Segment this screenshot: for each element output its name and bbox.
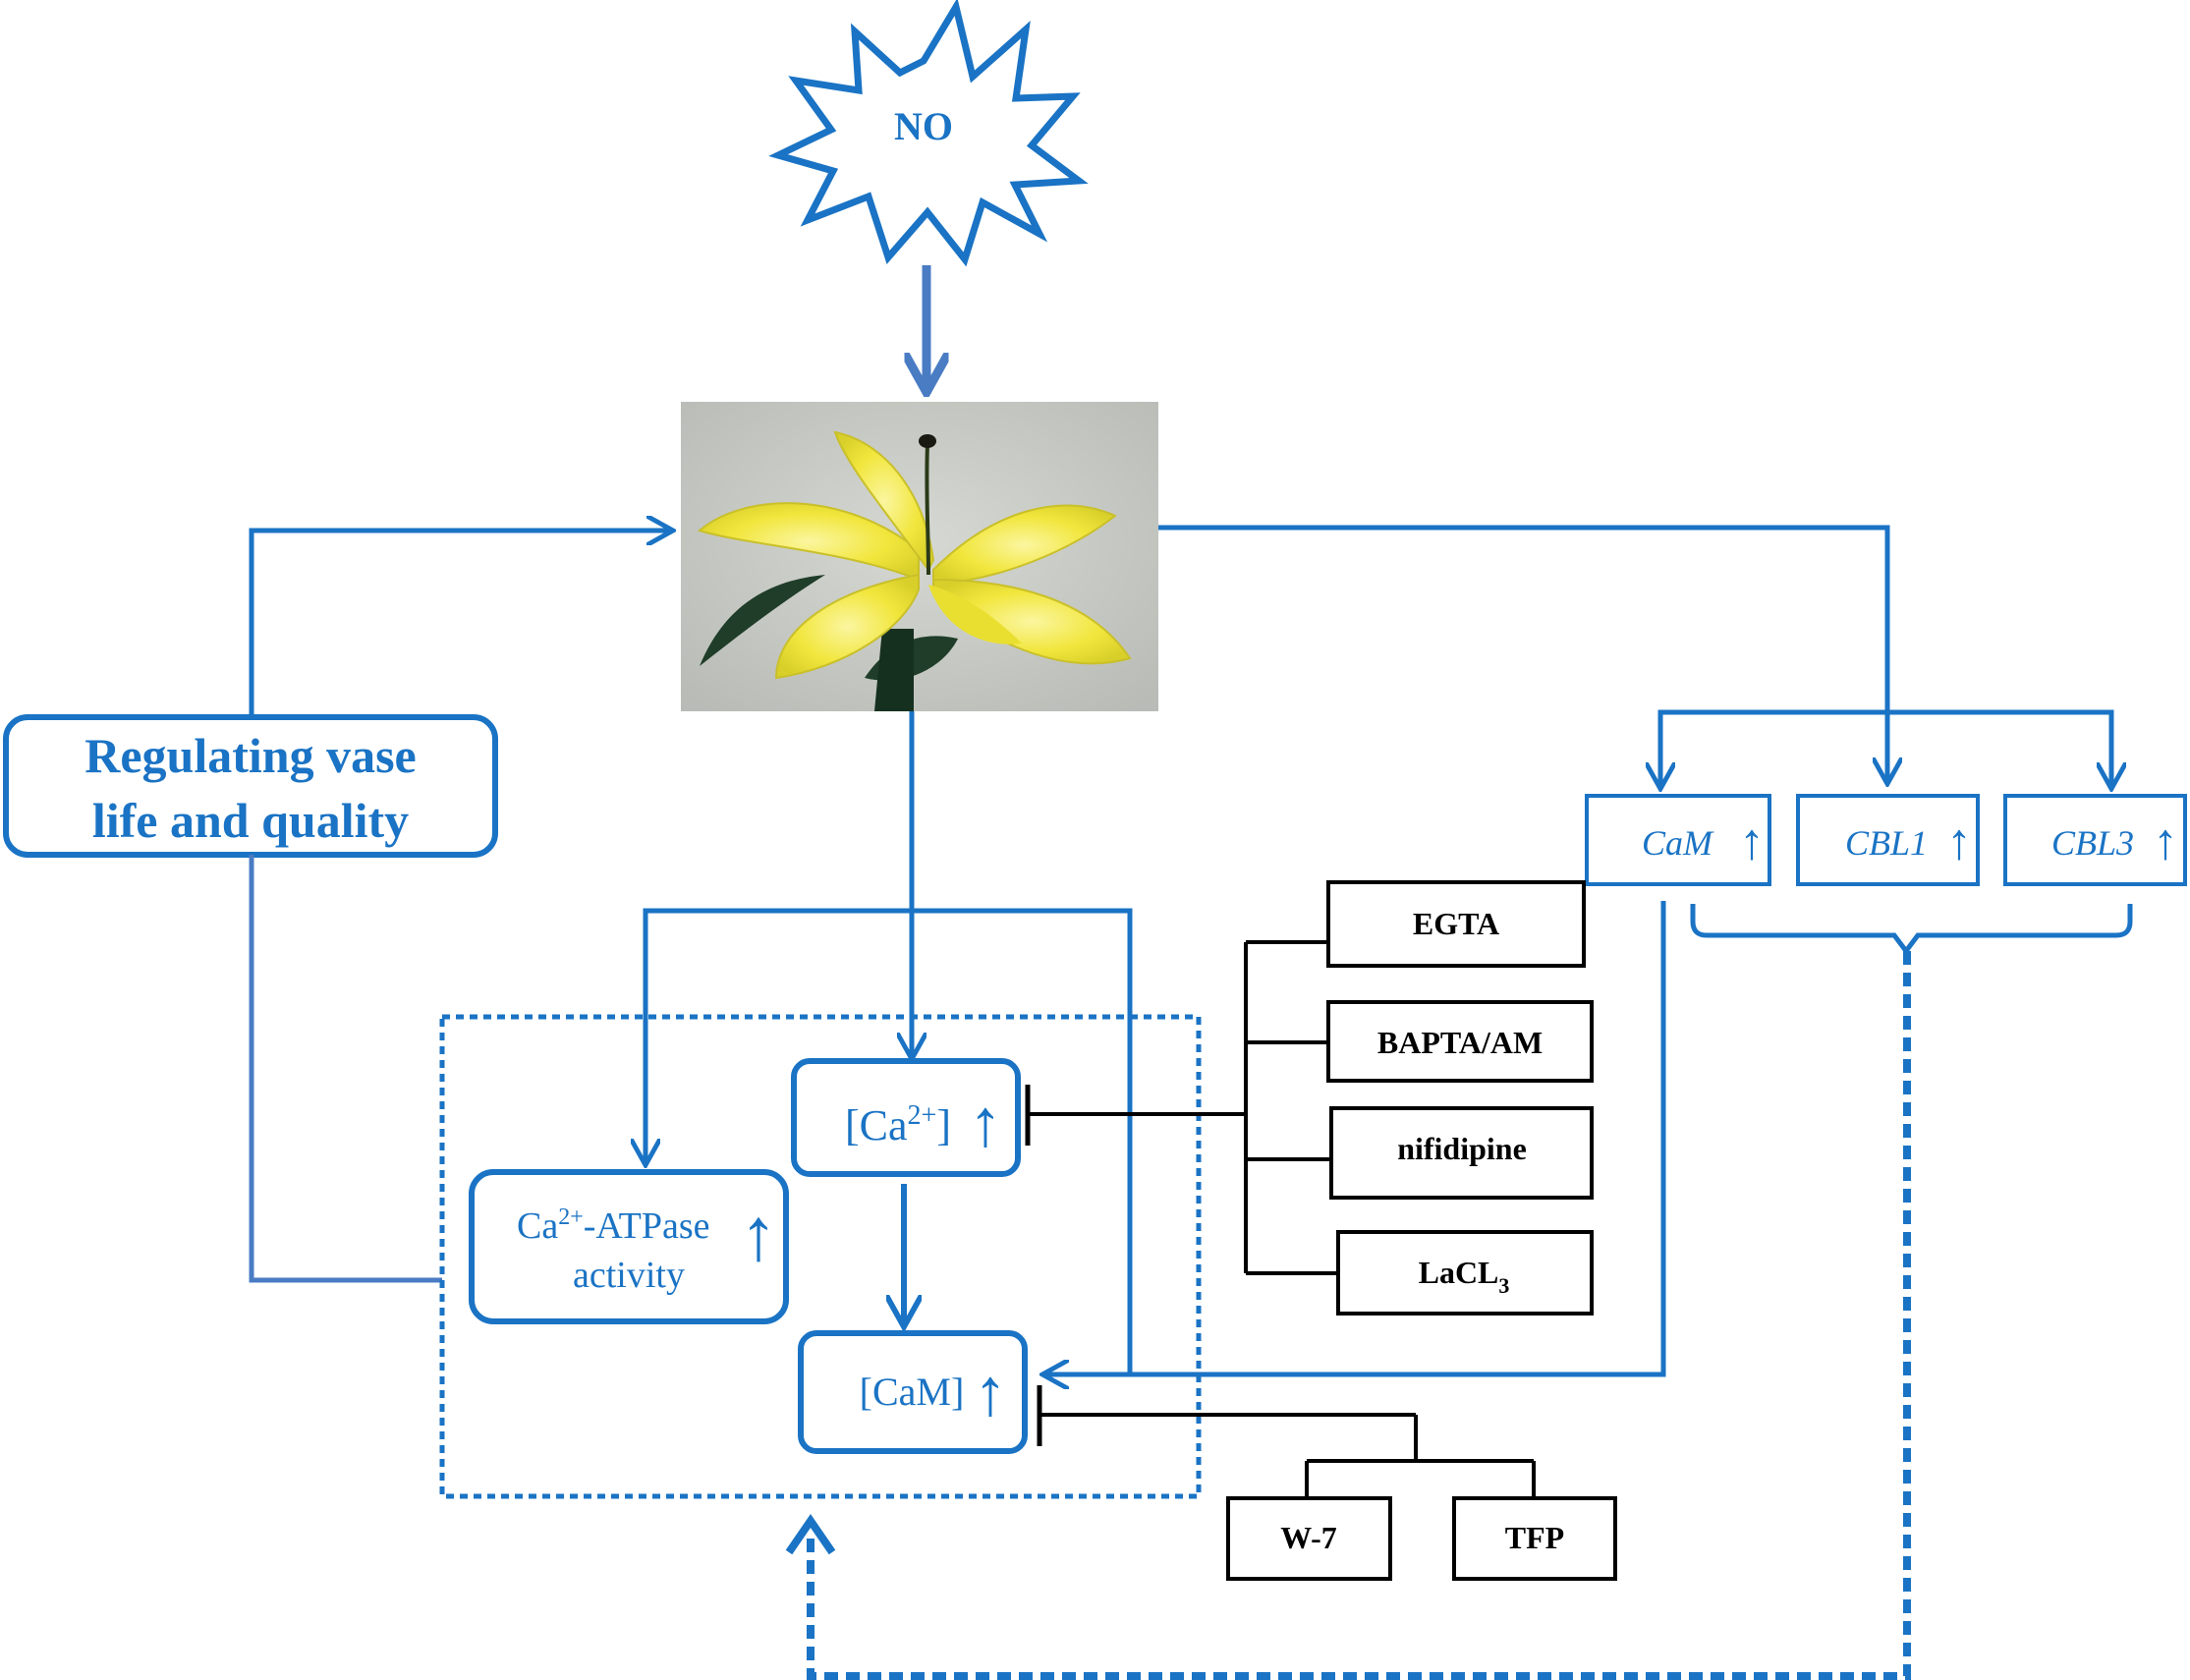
lily-photo	[681, 402, 1158, 711]
starburst-shape	[768, 0, 1089, 267]
outcome-line-1: Regulating vase	[84, 728, 417, 783]
calcium-label: [Ca2+]	[845, 1100, 951, 1149]
dashed-feedback-arrowhead	[785, 1513, 836, 1555]
inhibitor-box-tfp: TFP	[1452, 1496, 1617, 1581]
calcium-inhibitor-network	[1025, 940, 1336, 1275]
inhibitor-box-nifidipine: nifidipine	[1329, 1106, 1594, 1200]
gene-label-cbl1: CBL1	[1845, 823, 1928, 863]
up-arrow-icon: ↑	[1739, 814, 1765, 870]
outcome-line-2: life and quality	[92, 793, 409, 848]
inhibitor-box-egta: EGTA	[1326, 880, 1586, 968]
atpase-label-line-1: Ca2+-ATPase	[517, 1204, 710, 1247]
atpase-label-line-2: activity	[573, 1255, 685, 1296]
gene-box-cam: CaM ↑	[1585, 794, 1771, 886]
no-signal: NO	[768, 0, 1089, 267]
inhibitor-box-lacl3: LaCL3	[1336, 1230, 1594, 1316]
inhibitor-label-bapta: BAPTA/AM	[1377, 1025, 1543, 1060]
arrow-outcome-to-flower	[249, 855, 442, 1283]
calcium-box: [Ca2+] ↑	[791, 1058, 1021, 1177]
cam-inhibitor-network	[1037, 1385, 1536, 1498]
gene-label-cam: CaM	[1642, 823, 1714, 863]
outcome-box: Regulating vase life and quality	[3, 714, 498, 858]
arrow-to-atpase	[646, 908, 1133, 1372]
cam-label: [CaM]	[860, 1370, 965, 1414]
dashed-region	[439, 1014, 1202, 1499]
gene-branch-bar	[1657, 709, 2114, 781]
gene-brace	[1690, 904, 2133, 956]
gene-box-cbl3: CBL3 ↑	[2003, 794, 2187, 886]
atpase-box: Ca2+-ATPase activity ↑	[469, 1169, 789, 1324]
dashed-feedback-genes	[807, 951, 1911, 1680]
inhibitor-box-w7: W-7	[1226, 1496, 1392, 1581]
inhibitor-label-lacl3: LaCL3	[1419, 1255, 1510, 1298]
arrow-cam-gene-to-cam	[1045, 901, 1666, 1374]
inhibitor-label-w7: W-7	[1280, 1520, 1336, 1555]
cam-box: [CaM] ↑	[798, 1330, 1028, 1454]
gene-label-cbl3: CBL3	[2051, 823, 2134, 863]
inhibitor-label-nifidipine: nifidipine	[1397, 1131, 1527, 1166]
arrow-flower-to-genes	[1158, 525, 1887, 781]
up-arrow-icon: ↑	[1946, 814, 1972, 870]
no-label: NO	[894, 104, 953, 148]
up-arrow-icon: ↑	[740, 1194, 777, 1276]
arrow-outcome-up	[249, 531, 670, 717]
up-arrow-icon: ↑	[974, 1355, 1007, 1429]
inhibitor-label-egta: EGTA	[1413, 906, 1499, 941]
inhibitor-label-tfp: TFP	[1505, 1520, 1564, 1555]
inhibitor-box-bapta: BAPTA/AM	[1326, 1000, 1594, 1083]
up-arrow-icon: ↑	[969, 1086, 1002, 1160]
gene-box-cbl1: CBL1 ↑	[1796, 794, 1980, 886]
up-arrow-icon: ↑	[2153, 814, 2178, 870]
